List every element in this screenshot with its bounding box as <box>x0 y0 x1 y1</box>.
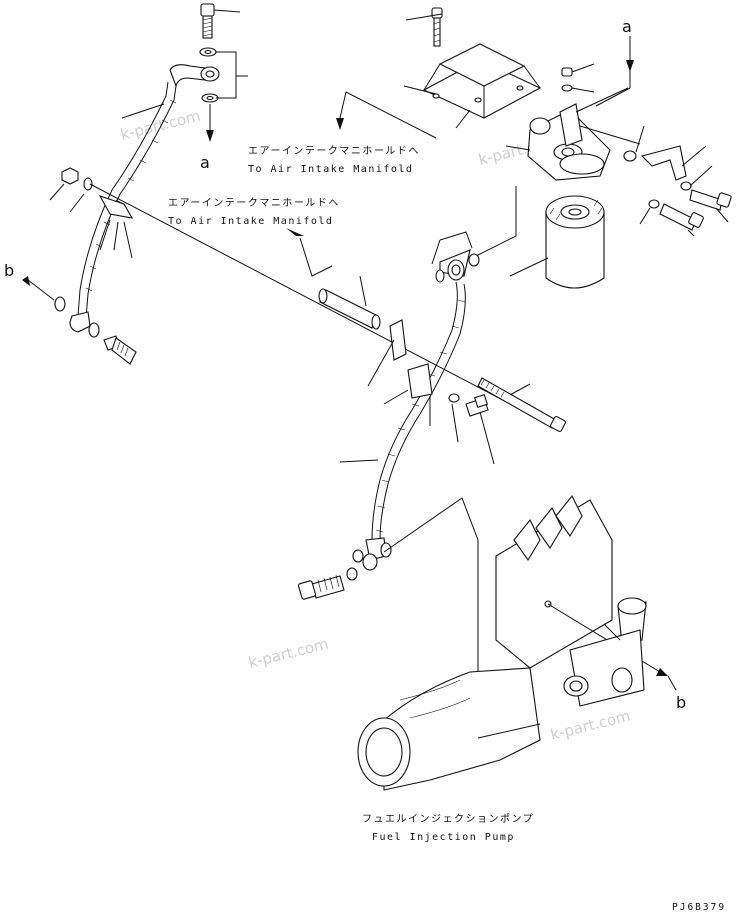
label-fuel-pump-jp: フュエルインジェクションポンプ <box>362 813 534 825</box>
label-air-intake-jp: エアーインテークマニホールドへ <box>248 145 420 157</box>
fuel-filter-cartridge <box>475 186 605 289</box>
drawing-code: PJ6B379 <box>672 902 726 913</box>
left-fuel-hose <box>22 81 177 365</box>
ref-a-left: a <box>200 153 210 172</box>
label-fuel-pump-en: Fuel Injection Pump <box>372 832 515 843</box>
air-intake-label-upper: エアーインテークマニホールドへ To Air Intake Manifold <box>248 91 437 175</box>
leader-line <box>89 183 561 431</box>
connector-pipe <box>286 228 381 330</box>
watermark: k-part.com <box>247 635 331 672</box>
label-air-intake-jp: エアーインテークマニホールドへ <box>168 197 340 209</box>
watermark: k-part.com <box>119 107 203 144</box>
label-air-intake-en: To Air Intake Manifold <box>168 216 333 227</box>
top-left-eye-bolt-assembly <box>169 3 248 142</box>
ref-a-top: a <box>622 17 632 36</box>
ref-b-left: b <box>4 261 14 280</box>
filter-bracket-assembly <box>403 7 732 237</box>
watermark: k-part.com <box>549 707 633 744</box>
air-intake-label-lower: エアーインテークマニホールドへ To Air Intake Manifold <box>168 197 340 227</box>
label-air-intake-en: To Air Intake Manifold <box>248 164 413 175</box>
fuel-injection-pump <box>357 494 677 791</box>
right-fuel-hose <box>297 231 566 600</box>
ref-b-right: b <box>676 693 686 712</box>
